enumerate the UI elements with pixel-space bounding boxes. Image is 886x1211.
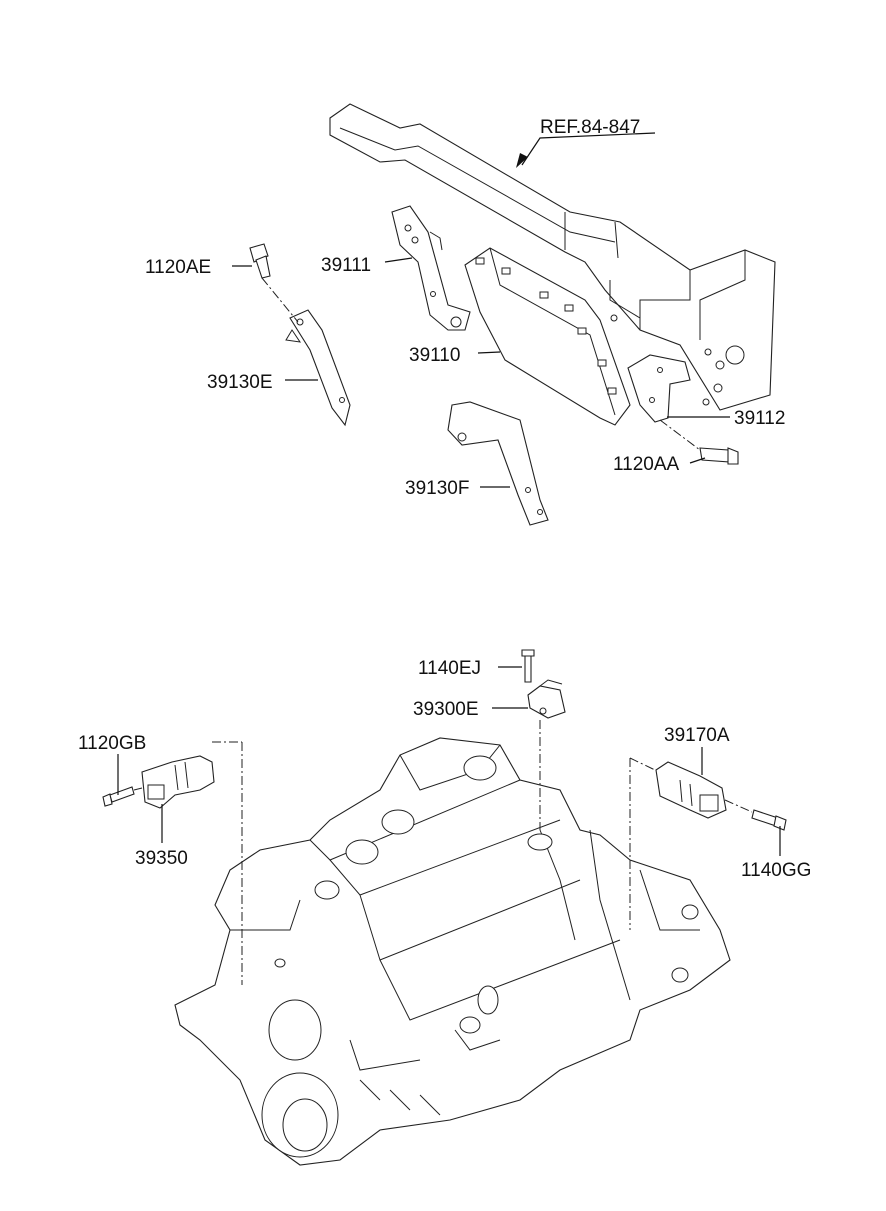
sensor-39170A <box>655 761 727 819</box>
frame-rail <box>329 103 776 411</box>
bolt-1120GB <box>102 786 135 807</box>
label-39130F: 39130F <box>405 478 469 499</box>
bracket-39112 <box>627 354 691 423</box>
bracket-39111 <box>391 205 471 331</box>
label-39112: 39112 <box>734 408 785 429</box>
bolt-1140EJ <box>521 649 535 683</box>
label-1140EJ: 1140EJ <box>418 658 481 679</box>
sensor-39300E <box>527 679 566 719</box>
label-1140GG: 1140GG <box>741 860 811 881</box>
leader-lines <box>117 132 781 856</box>
ecu-module-39110 <box>464 247 631 426</box>
label-39300E: 39300E <box>413 699 479 720</box>
label-1120AA: 1120AA <box>613 454 680 475</box>
label-1120AE: 1120AE <box>145 257 211 278</box>
label-39130E: 39130E <box>207 372 273 393</box>
part-labels: REF.84-847 1120AE 39111 39110 39130E 391… <box>78 117 811 881</box>
label-39170A: 39170A <box>664 725 730 746</box>
bolt-1140GG <box>751 809 787 831</box>
label-39111: 39111 <box>321 255 371 276</box>
label-1120GB: 1120GB <box>78 733 146 754</box>
label-ref: REF.84-847 <box>540 117 640 138</box>
bolt-1120AE <box>249 243 271 279</box>
bracket-39130E <box>285 309 351 427</box>
label-39110: 39110 <box>409 345 460 366</box>
bracket-39130F <box>447 401 549 526</box>
ref-arrow-head <box>516 153 528 168</box>
engine-block <box>174 737 731 1166</box>
sensor-39350 <box>141 755 215 809</box>
label-39350: 39350 <box>135 848 188 869</box>
bolt-1120AA <box>699 447 739 465</box>
